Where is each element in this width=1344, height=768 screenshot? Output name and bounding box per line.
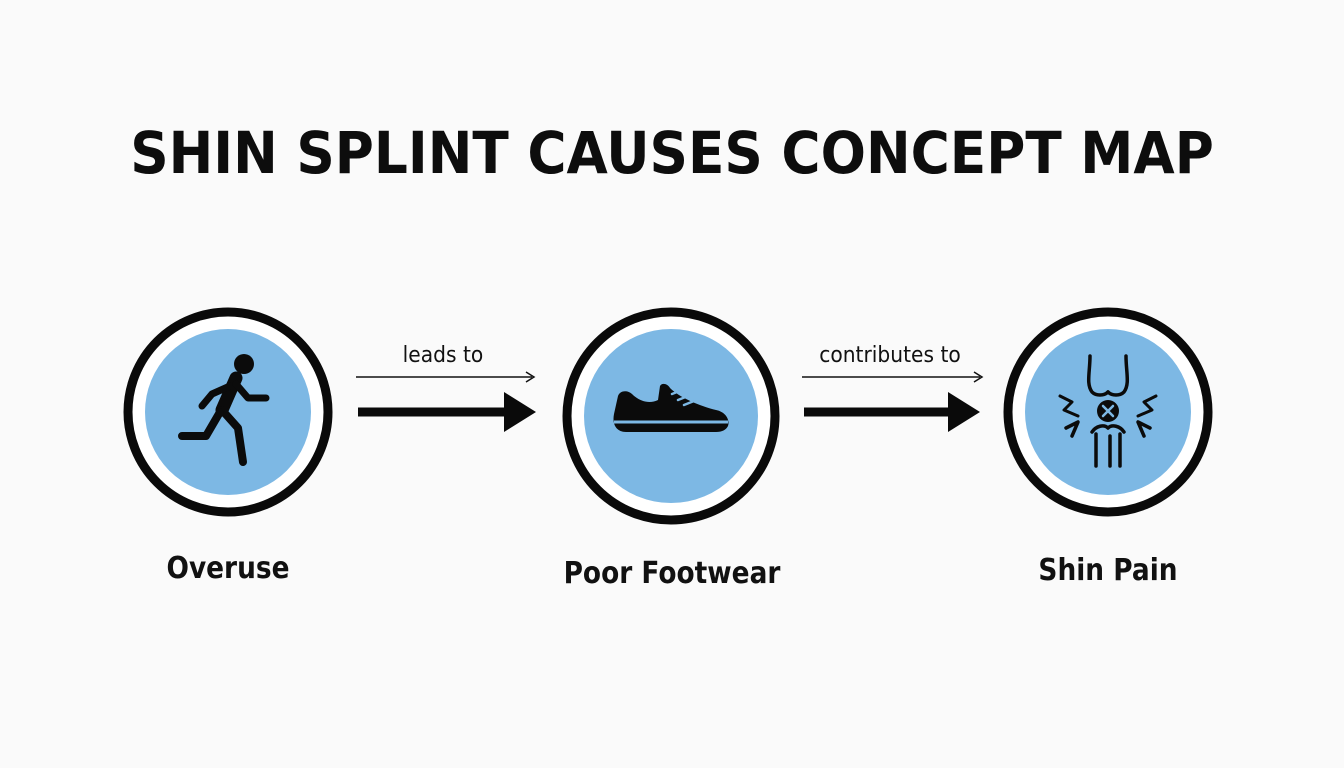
sneaker-icon: [613, 383, 729, 432]
node-label-overuse: Overuse: [166, 551, 290, 586]
edge-contributes-to: [802, 371, 984, 432]
edge-leads-to: [356, 371, 536, 432]
running-person-icon: [178, 354, 270, 466]
node-label-poor-footwear: Poor Footwear: [563, 556, 781, 591]
knee-joint-pain-icon: [1058, 354, 1158, 468]
edge-label-contributes-to: contributes to: [819, 343, 961, 368]
node-label-shin-pain: Shin Pain: [1038, 553, 1178, 588]
thick-arrowhead: [504, 392, 536, 432]
node-shin-pain: [1003, 307, 1213, 517]
thin-arrowhead: [973, 371, 984, 383]
thin-arrowhead: [525, 371, 536, 383]
node-overuse: [123, 307, 333, 517]
node-poor-footwear: [562, 307, 780, 525]
page-title: SHIN SPLINT CAUSES CONCEPT MAP: [130, 119, 1214, 187]
edge-label-leads-to: leads to: [402, 343, 484, 368]
thick-arrowhead: [948, 392, 980, 432]
